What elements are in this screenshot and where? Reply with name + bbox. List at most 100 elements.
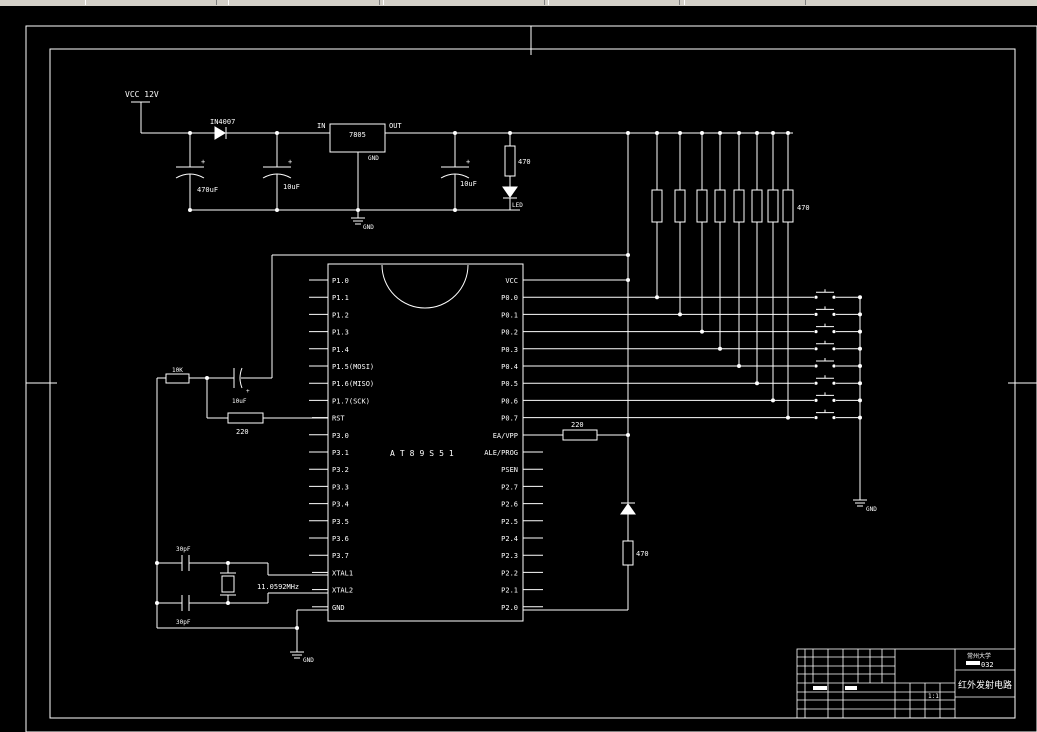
capacitor-c1 (175, 133, 205, 210)
left-pin-p1-7-sck-: P1.7(SCK) (309, 397, 370, 405)
c3-plus: + (466, 158, 470, 166)
reset-resistor-10k (165, 373, 190, 384)
right-pin-label: VCC (505, 277, 518, 285)
regulator-in-label: IN (317, 122, 325, 130)
pullup-resistor-7 (782, 131, 794, 420)
chip-name: AT89S51 (390, 449, 459, 458)
pullup-resistor-3 (714, 131, 726, 351)
vcc-junctions (626, 131, 630, 282)
right-pin-label: ALE/PROG (484, 449, 518, 457)
left-pin-p3-6: P3.6 (309, 535, 349, 543)
right-pin-label: EA/VPP (493, 432, 518, 440)
toolbar-field-5[interactable] (684, 0, 806, 5)
left-pin-p3-2: P3.2 (309, 466, 349, 474)
left-pin-label: P1.1 (332, 294, 349, 302)
left-pin-p1-2: P1.2 (309, 311, 349, 319)
c2-plus: + (288, 158, 292, 166)
left-pin-xtal2: XTAL2 (312, 587, 353, 595)
key-switch-3 (523, 340, 862, 351)
diode-in4007 (214, 126, 227, 140)
right-pin-label: P0.5 (501, 380, 518, 388)
crystal-c2-label: 30pF (176, 619, 191, 626)
right-pin-p0-7: P0.7 (501, 415, 518, 423)
crystal-gnd-label: GND (303, 657, 314, 664)
crystal-label: 11.0592MHz (257, 583, 299, 591)
vcc-label: VCC 12V (125, 90, 159, 99)
right-pin-psen: PSEN (501, 466, 543, 474)
right-pin-p2-4: P2.4 (501, 535, 543, 543)
right-pin-p2-0: P2.0 (501, 604, 543, 612)
right-pin-label: P2.4 (501, 535, 518, 543)
toolbar-field-4[interactable] (548, 0, 680, 5)
left-pin-p1-3: P1.3 (309, 329, 349, 337)
chip-right-pins: VCC P0.0P0.1P0.2P0.3P0.4P0.5P0.6P0.7EA/VP… (484, 277, 543, 612)
left-pin-label: P1.7(SCK) (332, 397, 370, 405)
right-pin-p2-6: P2.6 (501, 501, 543, 509)
reset-cap-plus: + (246, 388, 250, 395)
reset-r1-label: 10K (172, 367, 183, 374)
right-pin-p0-1: P0.1 (501, 311, 518, 319)
reset-resistor-220 (227, 412, 264, 424)
c3-label: 10uF (460, 180, 477, 188)
left-pin-label: P3.2 (332, 466, 349, 474)
right-pin-label: P0.4 (501, 363, 518, 371)
window-toolbar-strip (0, 0, 1037, 6)
right-pin-p0-4: P0.4 (501, 363, 518, 371)
left-pin-label: P3.5 (332, 518, 349, 526)
c1-plus: + (201, 158, 205, 166)
resistor-led (504, 145, 516, 177)
pullup-resistor-6 (767, 131, 779, 403)
left-pin-p3-0: P3.0 (309, 432, 349, 440)
left-pin-label: P3.0 (332, 432, 349, 440)
left-pin-label: P1.3 (332, 329, 349, 337)
left-pin-label: P3.4 (332, 501, 349, 509)
right-pin-ea-vpp: EA/VPP (493, 432, 518, 440)
resistor-led-label: 470 (518, 158, 531, 166)
toolbar-field-1[interactable] (85, 0, 217, 5)
left-pin-p3-5: P3.5 (309, 518, 349, 526)
key-switch-6 (523, 392, 862, 403)
output-resistor-label: 470 (636, 550, 649, 558)
right-pin-label: PSEN (501, 466, 518, 474)
title-scale: 1:1 (928, 693, 939, 700)
key-switch-0 (523, 289, 862, 300)
pullup-resistor-array (651, 131, 794, 420)
left-pin-label: RST (332, 415, 345, 423)
crystal-c1-label: 30pF (176, 546, 191, 553)
regulator-gnd-label: GND (368, 155, 379, 162)
right-pin-p0-0: P0.0 (501, 294, 518, 302)
toolbar-field-3[interactable] (383, 0, 545, 5)
right-pin-p2-7: P2.7 (501, 483, 543, 491)
power-supply-section: VCC 12V IN4007 7805 IN OUT GND GND (125, 90, 793, 231)
right-pin-label: P2.1 (501, 587, 518, 595)
pullup-label: 470 (797, 204, 810, 212)
left-pin-p1-0: P1.0 (309, 277, 349, 285)
right-pin-label: P2.5 (501, 518, 518, 526)
ea-and-output-circuit: 220 470 (523, 421, 649, 611)
keypad-switches (523, 289, 862, 420)
right-pin-label: P0.3 (501, 346, 518, 354)
c2-label: 10uF (283, 183, 300, 191)
left-pin-rst: RST (312, 415, 345, 423)
led-label: LED (512, 202, 523, 209)
left-pin-label: XTAL2 (332, 587, 353, 595)
left-pin-p3-1: P3.1 (309, 449, 349, 457)
left-pin-xtal1: XTAL1 (312, 569, 353, 577)
right-pin-label: P0.6 (501, 397, 518, 405)
left-pin-p1-6-miso-: P1.6(MISO) (309, 380, 374, 388)
capacitor-c2 (262, 133, 292, 210)
left-pin-p3-4: P3.4 (309, 501, 349, 509)
right-pin-p2-2: P2.2 (501, 569, 543, 577)
ground-symbol-power (351, 217, 365, 225)
left-pin-label: P1.5(MOSI) (332, 363, 374, 371)
toolbar-field-2[interactable] (228, 0, 380, 5)
right-pin-label: P0.0 (501, 294, 518, 302)
output-resistor-470 (622, 540, 634, 566)
chip-left-pins: P1.0P1.1P1.2P1.3P1.4P1.5(MOSI) P1.6(MISO)… (309, 277, 374, 612)
right-pin-p0-3: P0.3 (501, 346, 518, 354)
right-pin-p0-5: P0.5 (501, 380, 518, 388)
right-pin-p0-2: P0.2 (501, 329, 518, 337)
reset-circuit: 10K + 10uF 220 (156, 367, 328, 628)
left-pin-p1-4: P1.4 (309, 346, 349, 354)
ea-resistor-label: 220 (571, 421, 584, 429)
